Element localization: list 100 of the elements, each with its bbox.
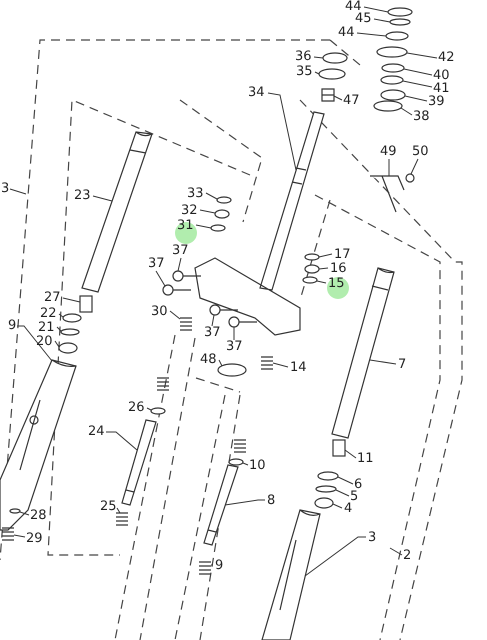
leader-line [178,258,182,272]
callout-number: 10 [249,459,266,473]
callout-number: 21 [38,321,55,335]
leader-line [344,450,356,458]
bolt-drawing [172,270,202,282]
leader-line [332,504,342,508]
damper-rod-drawing [121,419,157,506]
callout-number: 25 [100,500,117,514]
spring-drawing [179,317,193,331]
callout-number: 36 [295,50,312,64]
leader-line [156,270,166,286]
nut-drawing [376,46,408,58]
callout-number: 33 [187,187,204,201]
leader-line [404,68,432,76]
leader-line [146,408,152,410]
leader-line [212,314,214,326]
callout-number: 2 [403,549,412,563]
callout-number: 7 [398,358,406,372]
cap-drawing [322,52,348,64]
spring-drawing [198,561,212,575]
leader-line [54,340,60,348]
callout-number: 37 [226,340,243,354]
bushing-drawing [332,439,346,457]
callout-number: 37 [204,326,221,340]
callout-number: 37 [172,244,189,258]
callout-number: 17 [334,248,351,262]
clip-drawing [315,485,337,493]
callout-number: 31 [177,219,194,233]
callout-number: 26 [128,401,145,415]
leader-line [370,360,396,364]
callout-number: 28 [30,509,47,523]
callout-number: 34 [248,86,265,100]
callout-number: 35 [296,65,313,79]
leader-line [400,108,412,116]
washer-drawing [380,75,404,85]
callout-number: 3 [1,182,10,196]
leader-line [116,508,120,514]
washer-drawing [389,18,411,26]
leader-line [242,462,248,466]
leader-line [218,360,222,366]
washer-drawing [381,63,405,73]
callout-number: 50 [412,145,429,159]
clip-drawing [60,328,80,336]
spring-drawing [115,512,129,526]
bearing-drawing [380,89,406,101]
leader-line [388,158,390,176]
callout-number: 22 [40,307,57,321]
callout-number: 47 [343,94,360,108]
leader-line [364,6,388,12]
callout-number: 14 [290,361,307,375]
callout-number: 48 [200,353,217,367]
leader-line [406,52,438,58]
callout-number: 37 [148,257,165,271]
leader-line [106,432,138,450]
bearing-drawing [373,100,403,112]
leader-line [334,96,342,100]
damper-rod-drawing [203,464,239,546]
callout-number: 5 [350,490,358,504]
callout-number: 23 [74,189,91,203]
washer-drawing [387,7,413,17]
callout-number: 30 [151,305,168,319]
callout-number: 44 [338,26,355,40]
leader-line [316,280,326,284]
leader-line [210,564,214,566]
washer-drawing [385,31,409,41]
callout-number: 9 [8,319,16,333]
leader-line [404,96,428,102]
leader-line [390,548,402,556]
spring-drawing [1,527,15,541]
cable-guide-drawing [369,175,405,213]
callout-number: 15 [328,277,345,291]
holder-drawing [217,363,247,377]
leader-line [318,254,332,258]
bolt-drawing [162,284,192,296]
bushing-drawing [79,295,93,313]
leader-line [304,536,366,576]
leader-line [10,188,26,194]
outer-tube-drawing [261,509,321,640]
washer-drawing [150,407,166,415]
seal-drawing [317,471,339,481]
leader-line [170,310,180,320]
leader-line [92,196,112,202]
leader-line [410,158,418,174]
callout-number: 16 [330,262,347,276]
leader-line [20,512,30,516]
leader-line [314,72,320,74]
seal-drawing [314,497,334,509]
leader-line [356,32,386,36]
leader-line [56,326,62,332]
callout-number: 4 [344,502,352,516]
washer-drawing [228,458,244,466]
leader-line [336,490,350,496]
callout-number: 27 [44,291,61,305]
callout-number: 6 [354,478,362,492]
callout-number: 24 [88,425,105,439]
leader-line [374,18,390,22]
callout-number: 38 [413,110,430,124]
callout-number: 44 [345,0,362,14]
bolt-drawing [321,88,335,102]
seal-drawing [62,313,82,323]
